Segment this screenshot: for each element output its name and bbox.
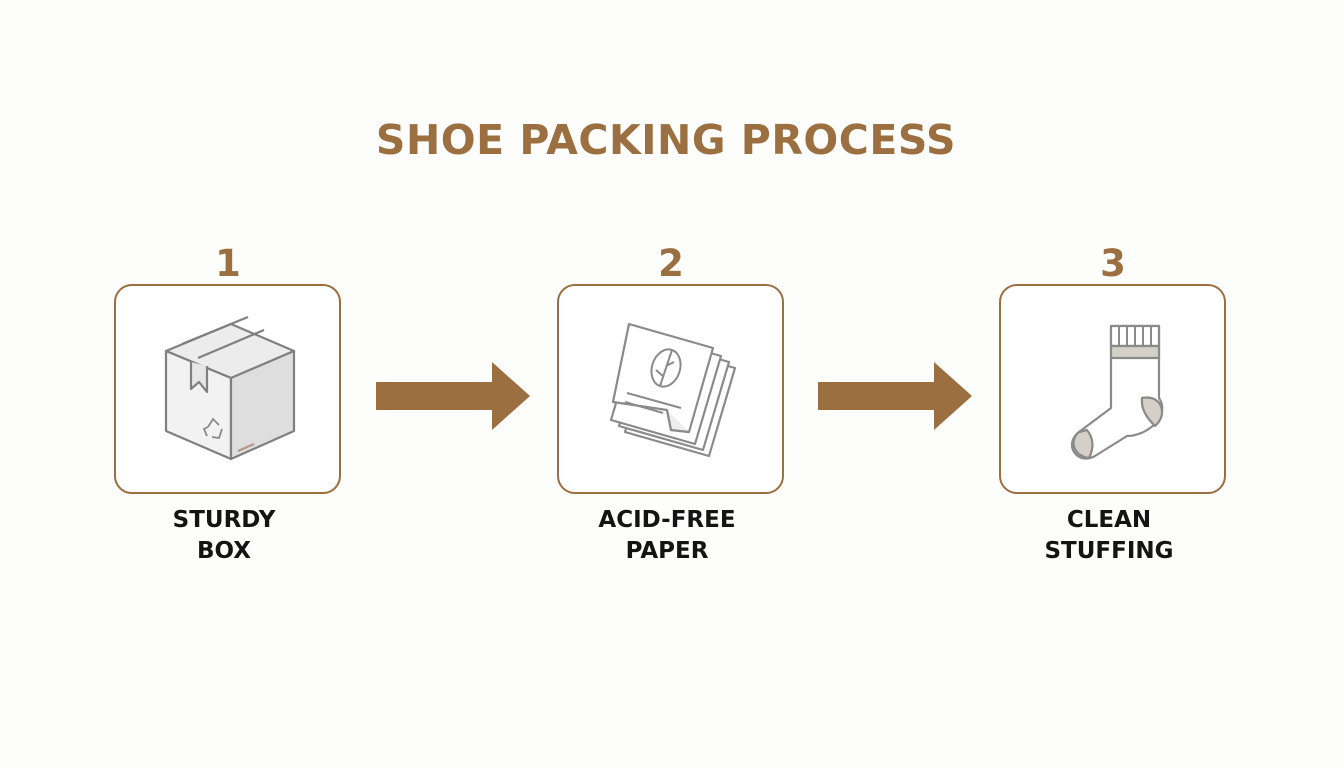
- step-1-label-line1: STURDY: [172, 507, 276, 533]
- step-2-label-line1: ACID-FREE: [598, 507, 736, 533]
- step-2-number: 2: [658, 242, 684, 285]
- arrow-right-icon: [818, 362, 972, 430]
- step-2-card: [557, 284, 784, 494]
- step-3-label: CLEAN STUFFING: [979, 505, 1239, 567]
- step-1-card: [114, 284, 341, 494]
- paper-icon: [609, 322, 737, 458]
- step-3-card: [999, 284, 1226, 494]
- step-3-number: 3: [1100, 242, 1126, 285]
- box-icon: [164, 315, 296, 461]
- step-3-label-line1: CLEAN: [1066, 507, 1152, 533]
- step-2-label: ACID-FREE PAPER: [537, 505, 797, 567]
- step-1-number: 1: [215, 242, 241, 285]
- arrow-right-icon: [376, 362, 530, 430]
- step-1-label-line2: BOX: [197, 538, 251, 564]
- sock-icon: [1070, 324, 1164, 460]
- step-1-label: STURDY BOX: [94, 505, 354, 567]
- step-2-label-line2: PAPER: [625, 538, 709, 564]
- diagram-title: SHOE PACKING PROCESS: [375, 116, 957, 164]
- step-3-label-line2: STUFFING: [1044, 538, 1174, 564]
